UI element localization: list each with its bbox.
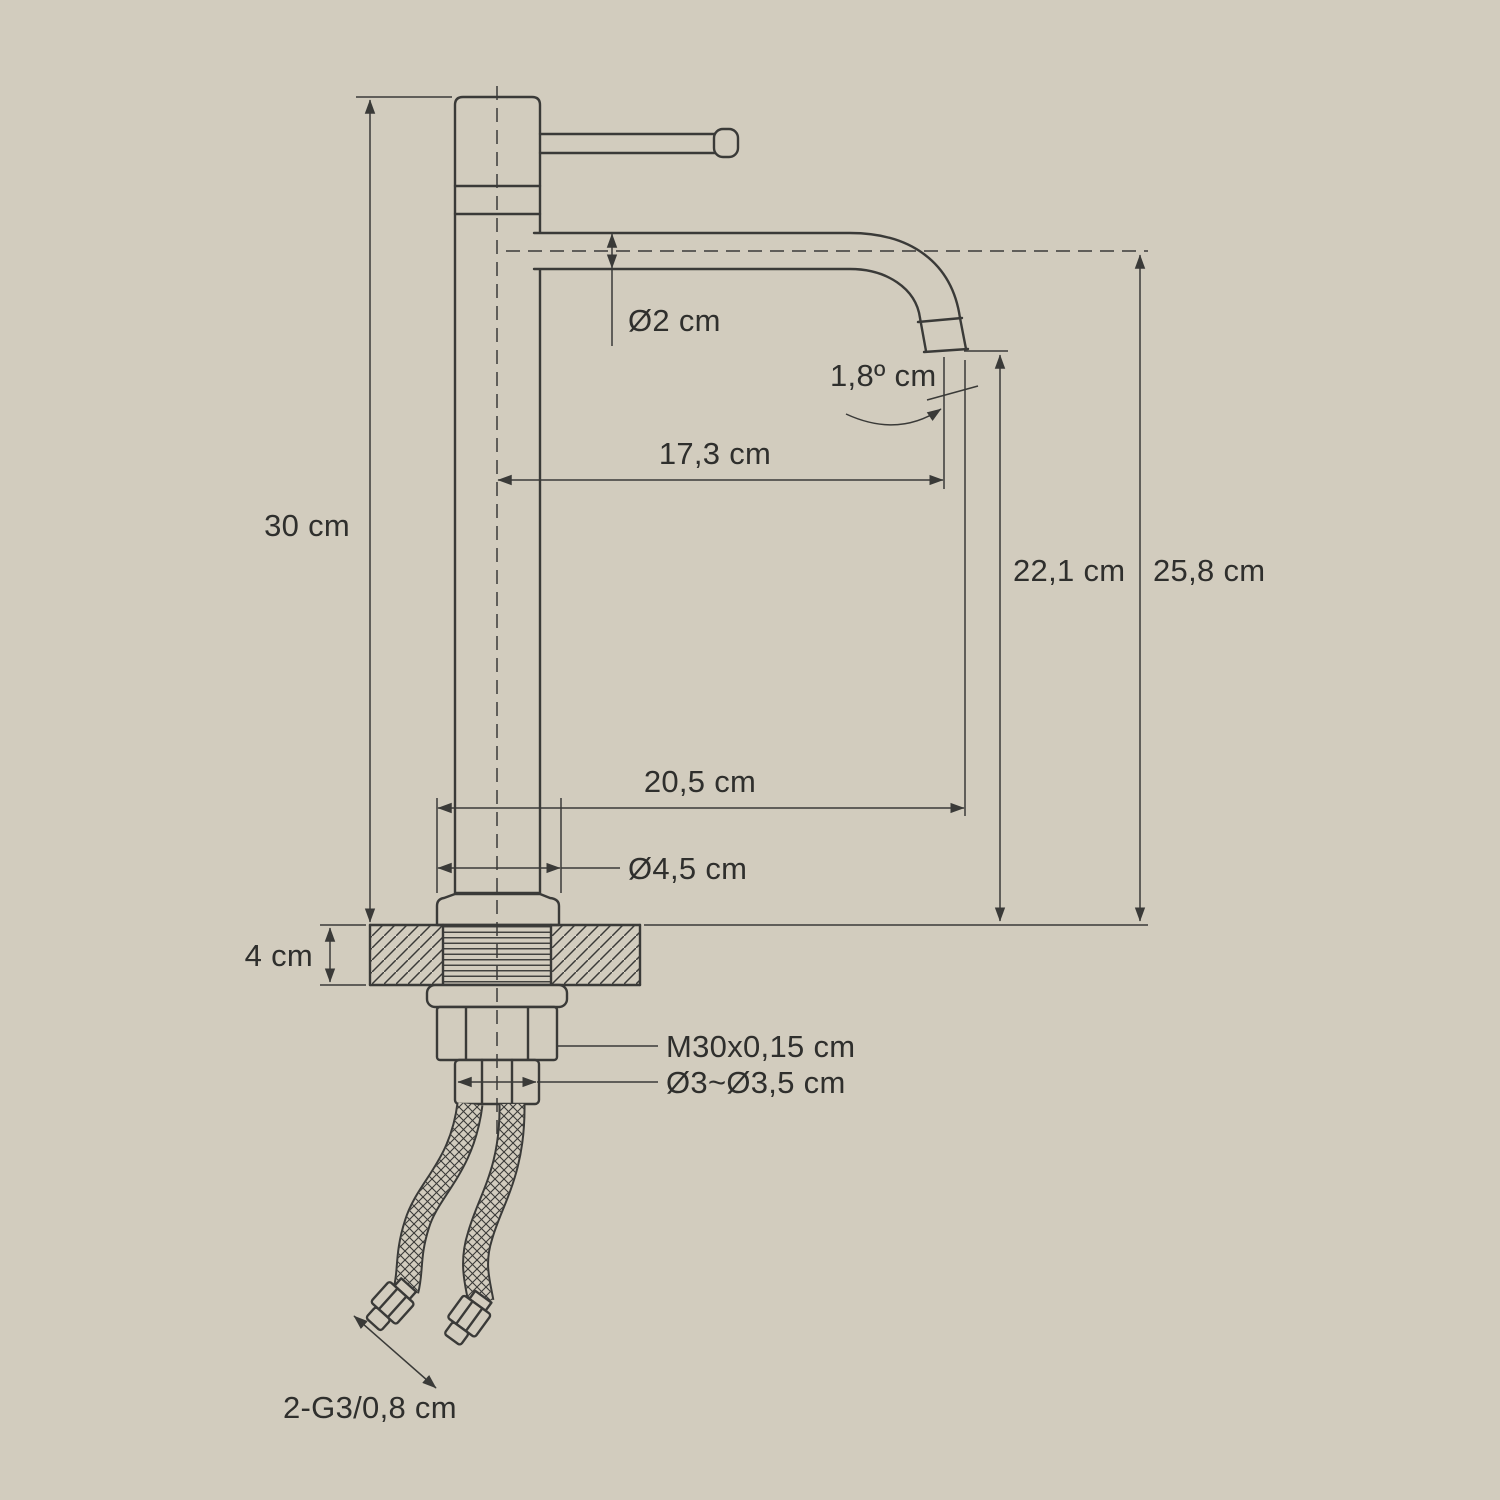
deck-hatch-left	[371, 926, 443, 984]
handle-tip	[712, 127, 740, 159]
spout-fill	[534, 233, 966, 351]
label-spout-reach: 17,3 cm	[659, 436, 771, 471]
angle-reference-line	[926, 385, 979, 401]
dimension-labels: 30 cm Ø2 cm 1,8º cm 17,3 cm 22,1 cm 25,8…	[245, 303, 1265, 1425]
label-overall-reach: 20,5 cm	[644, 764, 756, 799]
label-spout-angle: 1,8º cm	[830, 358, 936, 393]
fitting-right-facet-a	[454, 1300, 474, 1326]
supply-hoses	[365, 1101, 526, 1346]
label-hole-diameter: Ø3~Ø3,5 cm	[666, 1065, 846, 1100]
supply-hose-left	[392, 1101, 484, 1294]
aerator-tip-face	[922, 347, 970, 354]
dimension-lines	[324, 99, 1146, 1389]
label-deck-thickness: 4 cm	[245, 938, 313, 973]
hose-left-braid	[394, 1102, 482, 1294]
label-spout-centerline-height: 25,8 cm	[1153, 553, 1265, 588]
spout-bottom-edge	[532, 267, 928, 353]
dim-arc-spout-angle	[845, 408, 942, 426]
label-overall-height: 30 cm	[264, 508, 350, 543]
deck-hatch-right	[551, 926, 640, 984]
fitting-left-facet-a	[377, 1287, 399, 1311]
label-base-diameter: Ø4,5 cm	[628, 851, 747, 886]
supply-hose-right	[462, 1103, 526, 1305]
fitting-left-facet-b	[386, 1295, 408, 1319]
spout-top-edge	[532, 231, 968, 351]
faucet-spout	[532, 231, 970, 354]
fitting-right-tip	[444, 1321, 470, 1346]
fitting-right-facet-b	[464, 1307, 484, 1333]
label-thread-size: M30x0,15 cm	[666, 1029, 855, 1064]
extension-lines	[320, 96, 1148, 1083]
hose-right-braid	[464, 1103, 524, 1305]
faucet-body	[435, 95, 970, 927]
label-hose-connection: 2-G3/0,8 cm	[283, 1390, 457, 1425]
aerator-junction-line	[916, 316, 964, 324]
label-spout-diameter: Ø2 cm	[628, 303, 721, 338]
hose-fitting-right	[444, 1289, 493, 1346]
dim-line-hose-connection	[353, 1315, 437, 1389]
label-outlet-clearance: 22,1 cm	[1013, 553, 1125, 588]
base-flange	[435, 892, 561, 927]
counter-deck	[368, 923, 642, 987]
faucet-handle	[538, 127, 740, 159]
